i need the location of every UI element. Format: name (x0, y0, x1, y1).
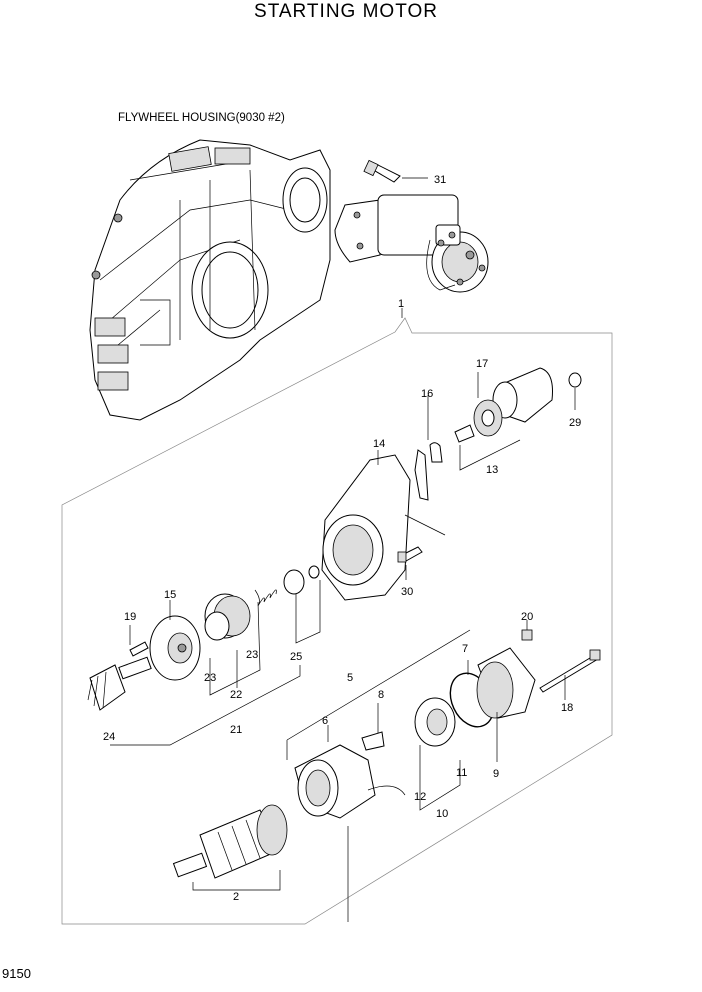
fork-16 (414, 395, 443, 501)
callout-23-lower: 23 (204, 672, 216, 684)
callout-13: 13 (486, 464, 498, 476)
callout-29: 29 (569, 417, 581, 429)
callout-12: 12 (414, 791, 426, 803)
callout-2: 2 (233, 891, 239, 903)
callout-22: 22 (230, 689, 242, 701)
callout-25: 25 (290, 651, 302, 663)
cover-9 (476, 647, 536, 719)
callout-15: 15 (164, 589, 176, 601)
pinion-24 (87, 656, 152, 711)
callout-23-upper: 23 (246, 649, 258, 661)
callout-5: 5 (347, 672, 353, 684)
flywheel-housing (89, 139, 331, 421)
bolt-30 (397, 546, 423, 580)
page-title: STARTING MOTOR (254, 1, 438, 22)
callout-1: 1 (398, 298, 404, 310)
armature-2 (172, 804, 288, 879)
callout-7: 7 (462, 643, 468, 655)
callout-8: 8 (378, 689, 384, 701)
yoke-6 (294, 731, 406, 819)
callout-21: 21 (230, 724, 242, 736)
callout-17: 17 (476, 358, 488, 370)
callout-30: 30 (401, 586, 413, 598)
callout-20: 20 (521, 611, 533, 623)
plate-15 (149, 615, 201, 681)
callout-24: 24 (103, 731, 115, 743)
callout-10: 10 (436, 808, 448, 820)
solenoid-13 (454, 367, 582, 471)
bolt-20 (521, 620, 533, 641)
callout-9: 9 (493, 768, 499, 780)
starter-assembly (334, 194, 489, 293)
callout-14: 14 (373, 438, 385, 450)
callout-19: 19 (124, 611, 136, 623)
spring-25 (254, 565, 320, 607)
page-number: 9150 (2, 966, 31, 981)
callout-16: 16 (421, 388, 433, 400)
bolt-31 (363, 159, 401, 183)
housing-14 (321, 450, 446, 601)
clutch-22 (204, 593, 251, 641)
callout-6: 6 (322, 715, 328, 727)
callout-11: 11 (456, 767, 467, 779)
bolt-18 (539, 649, 601, 693)
callout-18: 18 (561, 702, 573, 714)
brush-holder-10 (414, 697, 456, 747)
callout-31: 31 (434, 174, 446, 186)
subtitle: FLYWHEEL HOUSING(9030 #2) (118, 112, 285, 124)
bolt-19 (129, 625, 149, 657)
